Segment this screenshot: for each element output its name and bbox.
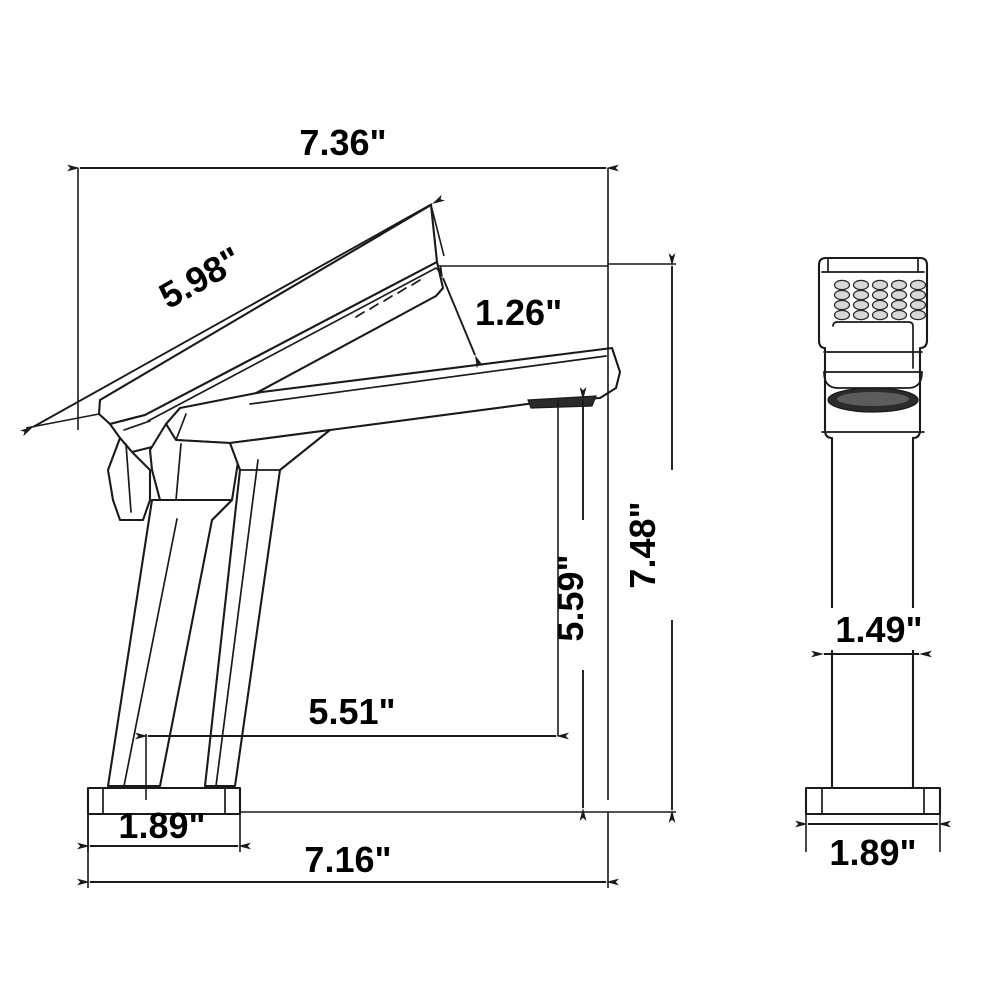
aerator-grid (833, 279, 927, 321)
base-plate-body (86, 786, 242, 816)
dimension-base-width-total: 7.16" (77, 812, 619, 888)
dim-label-598-backing (133, 222, 267, 332)
dim-label-handle-spout-gap: 1.26" (475, 292, 562, 333)
dim-label-748-backing (630, 470, 674, 620)
dim-label-overall-height: 7.48" (622, 501, 663, 588)
front-valve-oval-inner (837, 392, 909, 406)
front-elevation-view: 1.49" 1.89" (795, 256, 951, 873)
dim-label-base-width-total: 7.16" (304, 839, 391, 880)
handle-shank-crease (125, 443, 132, 513)
dimension-base-depth: 1.89" (77, 805, 251, 852)
dim-label-spout-height: 5.59" (550, 554, 591, 641)
spout-outlet-detail (527, 395, 597, 409)
faucet-base-plate (86, 786, 242, 816)
front-body-outline (817, 256, 929, 790)
dimension-spout-height: 5.59" (550, 387, 604, 821)
dimension-handle-spout-gap: 1.26" (434, 264, 608, 369)
column-rear-crease (215, 459, 259, 787)
dimension-overall-height: 7.48" (240, 253, 676, 823)
faucet-column-rear (203, 428, 332, 788)
dim-label-149-backing (826, 608, 926, 650)
body-joint-crease (175, 443, 182, 501)
front-handle-panel (832, 321, 914, 369)
dim-label-base-depth: 1.89" (118, 805, 205, 846)
handle-shank (106, 436, 152, 522)
dim-label-body-width: 1.49" (835, 609, 922, 650)
faucet-column-front (106, 498, 234, 788)
dim-label-spout-reach: 5.51" (308, 691, 395, 732)
dimension-body-width: 1.49" (811, 608, 932, 658)
dim-label-559-backing (560, 520, 604, 670)
column-front-crease (123, 518, 178, 787)
dimension-front-base-width: 1.89" (795, 814, 951, 873)
dimension-spout-reach: 5.51" (135, 400, 569, 800)
dim-line-126 (434, 264, 484, 369)
front-base-plate (804, 786, 942, 816)
dim-label-front-base-width: 1.89" (829, 832, 916, 873)
front-base-plate-body (804, 786, 942, 816)
side-elevation-view: 7.36" 5.98" 1.26" 7. (19, 122, 676, 888)
dim-line-598 (19, 194, 446, 437)
dim-label-overall-width-top: 7.36" (299, 122, 386, 163)
